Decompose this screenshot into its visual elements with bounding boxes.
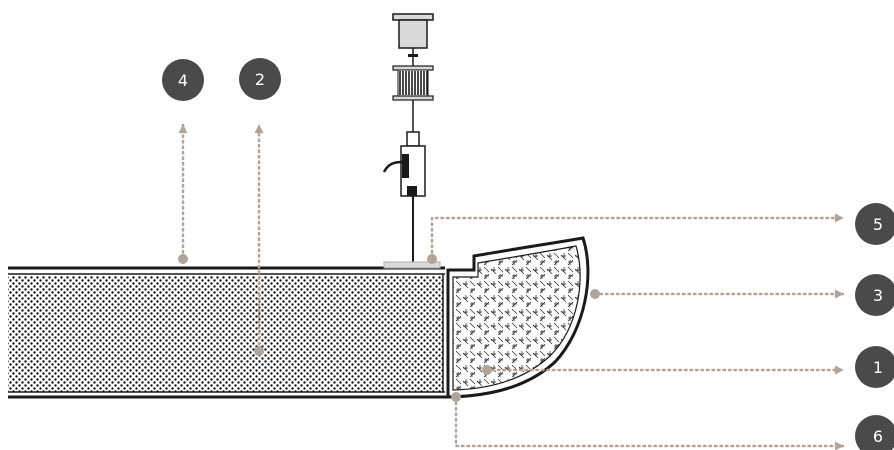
callout-2-label: 2 (255, 70, 265, 89)
callout-badge-4: 4 (162, 59, 204, 101)
callout-5-label: 5 (873, 215, 883, 234)
callout-4-label: 4 (178, 71, 188, 90)
leader-5 (430, 213, 845, 260)
callout-badge-2: 2 (239, 58, 281, 100)
callout-6-label: 6 (873, 427, 883, 446)
callout-badge-1: 1 (855, 346, 894, 388)
callout-badge-3: 3 (855, 274, 894, 316)
leader-origin-dots (178, 254, 600, 402)
ceiling-anchor-icon (392, 13, 434, 57)
callout-badge-6: 6 (855, 415, 894, 450)
cable-gripper-icon (382, 131, 426, 264)
leader-lines (178, 123, 845, 450)
ceiling-plate-icon (383, 261, 441, 269)
callout-badge-5: 5 (855, 203, 894, 245)
callout-3-label: 3 (873, 286, 883, 305)
ceiling-panel (8, 266, 448, 399)
leader-6 (454, 395, 845, 450)
curved-edge-trim (446, 236, 590, 399)
cable-spring-icon (392, 57, 434, 101)
callout-1-label: 1 (873, 358, 883, 377)
